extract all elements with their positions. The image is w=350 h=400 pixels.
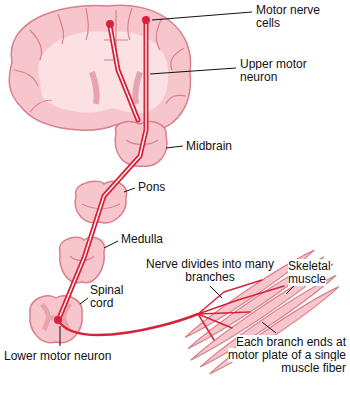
brain-section [9,5,190,131]
spinal-cord-section [30,296,82,343]
label-text: Skeletal muscle [288,259,331,286]
label-text: Each branch ends at motor plate of a sin… [228,335,346,375]
part-label: Motor nerve cells [256,4,336,30]
label-text: Upper motor neuron [240,57,307,84]
part-label: Midbrain [186,140,256,153]
label-text: Medulla [121,232,163,246]
part-label: Spinal cord [90,284,140,310]
label-text: Spinal cord [90,283,123,310]
label-text: Midbrain [186,139,232,153]
label-text: Nerve divides into many branches [146,257,274,284]
part-label: Pons [138,181,188,194]
part-label: Upper motor neuron [240,58,320,84]
label-text: Pons [138,180,165,194]
label-text: Motor nerve cells [256,3,320,30]
part-label: Nerve divides into many branches [140,258,280,284]
part-label: Lower motor neuron [4,350,134,363]
part-label: Each branch ends at motor plate of a sin… [212,336,346,375]
label-text: Lower motor neuron [4,349,111,363]
part-label: Medulla [121,233,191,246]
part-label: Skeletal muscle [288,260,346,286]
